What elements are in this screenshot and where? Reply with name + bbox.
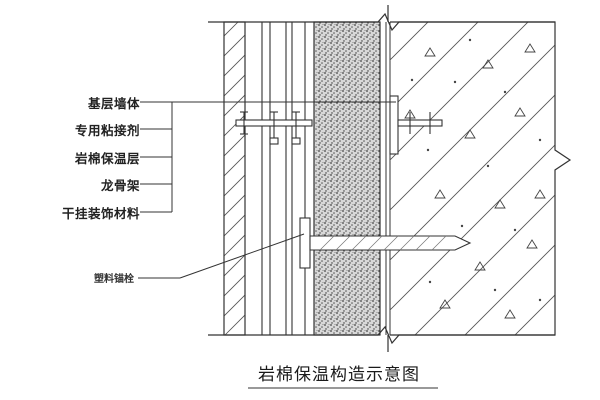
label-dry-hang-finish: 干挂装饰材料 [61, 206, 140, 221]
keel-frame [261, 22, 306, 335]
label-rock-wool-layer: 岩棉保温层 [74, 151, 140, 166]
leader-lines [138, 101, 396, 279]
base-wall-concrete [390, 21, 572, 336]
rock-wool-layer [313, 21, 381, 336]
keel-bracket [235, 111, 313, 145]
label-base-wall: 基层墙体 [87, 96, 140, 111]
wall-anchor-bracket [389, 95, 443, 155]
cladding-panel [223, 21, 246, 336]
adhesive-layer [385, 22, 391, 335]
label-plastic-anchor: 塑料锚栓 [94, 274, 134, 285]
label-keel-frame: 龙骨架 [100, 178, 140, 193]
diagram-caption: 岩棉保温构造示意图 [258, 365, 420, 385]
break-lines [208, 5, 555, 352]
plastic-anchor [299, 217, 472, 269]
label-adhesive: 专用粘接剂 [74, 123, 140, 138]
